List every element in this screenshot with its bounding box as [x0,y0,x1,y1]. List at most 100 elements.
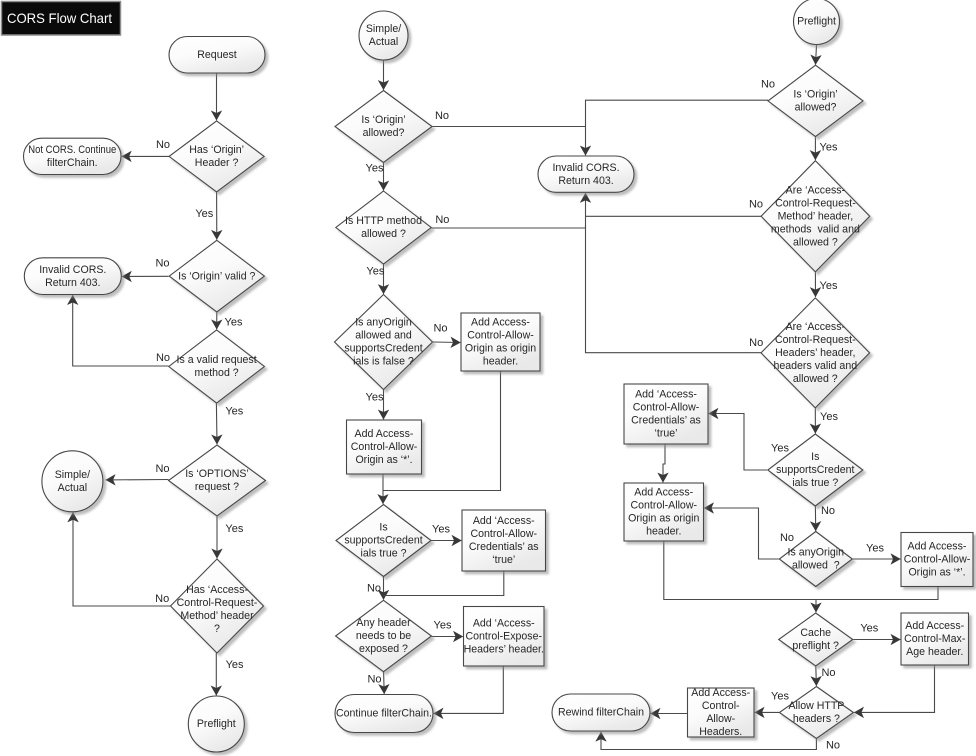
svg-text:Has ‘Origin’: Has ‘Origin’ [189,144,244,156]
svg-text:Simple/: Simple/ [55,469,90,481]
svg-text:Yes: Yes [771,691,789,703]
svg-text:Yes: Yes [820,411,838,423]
svg-text:Origin as ‘*’.: Origin as ‘*’. [355,454,412,466]
svg-text:No: No [156,352,170,364]
svg-text:exposed ?: exposed ? [359,643,408,655]
svg-text:Is ‘Origin’: Is ‘Origin’ [793,89,837,101]
svg-text:Yes: Yes [866,543,884,555]
svg-text:Request: Request [197,49,237,61]
svg-text:Preflight: Preflight [197,718,236,730]
svg-text:Age header.: Age header. [906,646,963,658]
svg-text:Is anyOrigin: Is anyOrigin [355,317,412,329]
svg-text:No: No [155,463,169,475]
svg-text:Simple/: Simple/ [366,23,401,35]
svg-text:No: No [435,214,449,226]
svg-text:No: No [780,532,794,544]
svg-text:Control-Allow-: Control-Allow- [904,554,971,566]
svg-text:allowed?: allowed? [363,127,405,139]
svg-text:Invalid CORS.: Invalid CORS. [552,162,619,174]
svg-text:request ?: request ? [195,481,239,493]
svg-text:Add Access-: Add Access- [471,317,530,329]
svg-text:Control-Request-: Control-Request- [775,334,856,346]
svg-text:Yes: Yes [226,659,244,671]
svg-text:Preflight: Preflight [797,16,836,28]
svg-text:Add Access-: Add Access- [634,487,693,499]
svg-text:Yes: Yes [225,406,243,418]
svg-text:allowed?: allowed? [795,102,837,114]
svg-text:Yes: Yes [860,623,878,635]
svg-text:Actual: Actual [369,36,398,48]
svg-text:Are ‘Access-: Are ‘Access- [786,185,846,197]
svg-text:Credentials’ as: Credentials’ as [469,541,539,553]
svg-text:Yes: Yes [225,523,243,535]
svg-text:Is anyOrigin: Is anyOrigin [788,547,845,559]
svg-text:Headers’ header.: Headers’ header. [464,644,544,656]
svg-text:filterChain.: filterChain. [47,157,98,169]
svg-text:Is: Is [379,522,387,534]
svg-text:Rewind filterChain: Rewind filterChain [558,707,644,719]
svg-text:Is ‘Origin’ valid ?: Is ‘Origin’ valid ? [178,270,255,282]
svg-text:Any header: Any header [356,617,411,629]
svg-text:Yes: Yes [434,620,452,632]
svg-text:Is ‘OPTIONS’: Is ‘OPTIONS’ [185,468,249,480]
svg-text:Add Access-: Add Access- [908,541,967,553]
svg-text:header.: header. [483,356,518,368]
svg-text:Cache: Cache [800,627,831,639]
svg-text:‘true’: ‘true’ [492,554,515,566]
svg-text:methods valid and: methods valid and [771,224,860,236]
svg-text:headers ?: headers ? [793,713,840,725]
svg-text:No: No [749,337,763,349]
svg-text:CORS Flow Chart: CORS Flow Chart [7,10,112,26]
svg-text:Yes: Yes [195,208,213,220]
svg-text:Add ‘Access-: Add ‘Access- [473,618,535,630]
svg-text:Headers.: Headers. [699,726,742,738]
svg-text:No: No [821,505,835,517]
svg-text:Are ‘Access-: Are ‘Access- [786,321,846,333]
svg-text:supportsCredent: supportsCredent [776,464,854,476]
svg-text:Yes: Yes [225,317,243,329]
svg-text:supportsCredent: supportsCredent [344,343,422,355]
svg-text:Yes: Yes [820,280,838,292]
svg-text:ials true ?: ials true ? [361,548,407,560]
svg-text:Control-Allow-: Control-Allow- [630,500,697,512]
svg-text:allowed ?: allowed ? [792,560,840,572]
svg-text:Method’ header: Method’ header [180,610,254,622]
svg-text:ials is false ?: ials is false ? [353,356,414,368]
svg-text:?: ? [214,623,220,635]
svg-text:Is: Is [811,451,819,463]
svg-text:Control-Allow-: Control-Allow- [470,528,537,540]
svg-text:Control-Allow-: Control-Allow- [467,330,534,342]
svg-text:Origin as ‘*’.: Origin as ‘*’. [908,567,965,579]
svg-text:header.: header. [646,526,681,538]
svg-text:supportsCredent: supportsCredent [344,535,422,547]
svg-text:preflight ?: preflight ? [792,640,839,652]
svg-text:Yes: Yes [771,443,789,455]
svg-text:Headers’ header,: Headers’ header, [775,347,855,359]
svg-text:Origin as origin: Origin as origin [628,513,699,525]
svg-text:Control-Request-: Control-Request- [177,597,258,609]
svg-text:Allow-: Allow- [706,713,735,725]
svg-text:Yes: Yes [366,163,384,175]
svg-text:Return 403.: Return 403. [558,175,613,187]
svg-text:Add ‘Access-: Add ‘Access- [635,389,697,401]
svg-text:headers valid and: headers valid and [773,360,857,372]
svg-text:No: No [155,593,169,605]
svg-text:Return 403.: Return 403. [45,277,100,289]
svg-text:No: No [761,79,775,91]
svg-text:method ?: method ? [195,367,239,379]
svg-text:allowed ?: allowed ? [793,237,838,249]
svg-text:Allow HTTP: Allow HTTP [788,700,844,712]
svg-text:No: No [749,199,763,211]
svg-text:Yes: Yes [432,524,450,536]
svg-text:Is ‘Origin’: Is ‘Origin’ [361,114,405,126]
svg-text:No: No [826,740,840,752]
svg-text:Actual: Actual [58,482,87,494]
svg-text:Yes: Yes [366,266,384,278]
svg-text:Header ?: Header ? [195,157,239,169]
svg-text:No: No [367,583,381,595]
svg-text:Add ‘Access-: Add ‘Access- [473,515,535,527]
svg-text:allowed ?: allowed ? [793,373,838,385]
svg-text:Is HTTP method: Is HTTP method [345,215,422,227]
svg-text:Control-Expose-: Control-Expose- [465,631,542,643]
svg-text:Add Access-: Add Access- [355,428,414,440]
